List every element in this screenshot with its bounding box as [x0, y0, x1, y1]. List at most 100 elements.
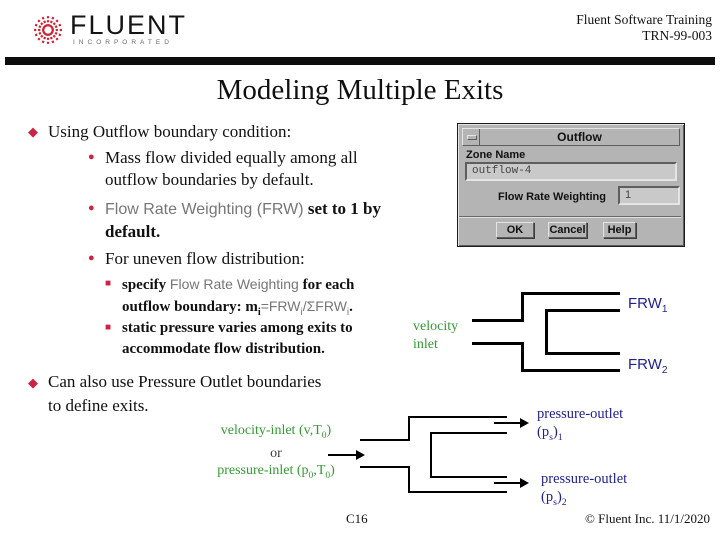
label-text: )	[556, 489, 562, 505]
pipe-wall-line	[360, 439, 410, 441]
bullet-using-outflow: Using Outflow boundary condition:	[48, 120, 438, 144]
label-text: pressure-outlet	[541, 471, 628, 487]
bullet-text-sans: Flow Rate Weighting (FRW)	[105, 201, 304, 218]
bullet-specify-frw: specify Flow Rate Weighting for each out…	[122, 274, 392, 323]
inlet-caption: velocity-inlet (v,T0) or pressure-inlet …	[170, 422, 382, 485]
subscript: i	[346, 307, 350, 318]
bullet-static-pressure: static pressure varies among exits to ac…	[122, 318, 392, 360]
pipe-wall-line	[408, 466, 410, 493]
slide-number: C16	[346, 511, 368, 526]
pipe-wall-line	[430, 432, 507, 434]
caption-text: )	[326, 423, 332, 438]
label-text: velocity	[413, 319, 459, 334]
outflow-dialog: Outflow Zone Name outflow-4 Flow Rate We…	[457, 123, 685, 247]
inlet-arrowhead-icon	[356, 450, 365, 460]
bullet-text: accommodate flow distribution.	[122, 341, 325, 357]
outlet2-arrowhead-icon	[520, 478, 529, 488]
bullet-text: to define exits.	[48, 396, 149, 415]
help-button[interactable]: Help	[603, 222, 636, 238]
caption-text: velocity-inlet (v,T	[220, 423, 322, 438]
bullet-pressure-outlet: Can also use Pressure Outlet boundaries …	[48, 370, 438, 418]
bullet-text: set to 1 by	[303, 199, 382, 218]
caption-text: ,T	[313, 462, 326, 478]
zone-name-input[interactable]: outflow-4	[465, 162, 677, 181]
bullet-text: Mass flow divided equally among all	[105, 148, 358, 167]
dialog-separator	[459, 216, 681, 218]
subscript: 1	[661, 304, 668, 315]
training-code: TRN-99-003	[642, 28, 712, 43]
bullet-frw-default: Flow Rate Weighting (FRW) set to 1 by de…	[105, 198, 395, 243]
subscript: i	[300, 307, 303, 318]
pipe-wall-line	[472, 319, 522, 322]
header-rule	[5, 57, 715, 65]
subscript: 2	[561, 496, 567, 508]
pipe-wall-line	[408, 416, 507, 418]
caption-text: )	[330, 462, 335, 478]
pipe-wall-line	[521, 292, 524, 322]
pipe-wall-line	[408, 491, 507, 493]
outlet2-arrow-icon	[494, 482, 520, 484]
label-text: pressure-outlet	[537, 406, 624, 422]
pipe-wall-line	[430, 432, 432, 478]
bullet-text: specify	[122, 277, 170, 293]
square-bullet-icon: ■	[105, 278, 112, 289]
fluent-starburst-icon	[32, 14, 64, 46]
pipe-wall-line	[408, 416, 410, 441]
bullet-text: default.	[105, 222, 161, 241]
pipe-wall-line	[545, 309, 620, 312]
subscript: i	[257, 307, 261, 318]
diamond-bullet-icon: ◆	[28, 375, 38, 390]
dialog-titlebar[interactable]: Outflow	[462, 128, 680, 146]
subscript: 2	[661, 365, 668, 376]
subscript: 0	[308, 470, 314, 481]
fluent-logo: FLUENT INCORPORATED	[26, 8, 206, 52]
subscript: 1	[557, 431, 563, 443]
subscript: s	[553, 496, 557, 508]
velocity-inlet-label: velocity inlet	[413, 318, 458, 354]
bullet-text: for each	[298, 277, 355, 293]
ok-button[interactable]: OK	[496, 222, 534, 238]
frw1-label: FRW1	[628, 295, 668, 315]
pressure-outlet1-label: pressure-outlet (ps)1	[537, 405, 623, 447]
zone-name-label: Zone Name	[466, 149, 526, 161]
frw-label: Flow Rate Weighting	[498, 191, 606, 203]
bullet-text: outflow boundary: m	[122, 299, 258, 315]
frw-input[interactable]: 1	[618, 186, 680, 205]
frw2-label: FRW2	[628, 356, 668, 376]
outlet1-arrow-icon	[494, 422, 520, 424]
logo-wordmark: FLUENT	[70, 10, 188, 40]
subscript: 0	[321, 430, 327, 441]
pipe-wall-line	[430, 476, 507, 478]
pipe-wall-line	[360, 466, 410, 468]
frw-value: 1	[625, 189, 632, 201]
pipe-wall-line	[545, 352, 620, 355]
zone-name-value: outflow-4	[472, 165, 532, 177]
diamond-bullet-icon: ◆	[28, 124, 38, 139]
copyright: © Fluent Inc. 11/1/2020	[585, 511, 710, 526]
cancel-button[interactable]: Cancel	[548, 222, 587, 238]
label-text: (p	[541, 489, 554, 505]
outlet1-arrowhead-icon	[520, 418, 529, 428]
subscript: 0	[325, 470, 331, 481]
bullet-text: Can also use Pressure Outlet boundaries	[48, 372, 322, 391]
training-title: Fluent Software Training	[576, 12, 712, 27]
minimize-icon[interactable]	[463, 129, 480, 145]
bullet-mass-flow: Mass flow divided equally among all outf…	[105, 147, 385, 191]
caption-line2: pressure-inlet (p0,T0)	[170, 462, 382, 485]
label-text: (p	[537, 424, 550, 440]
bullet-text: .	[349, 299, 353, 315]
label-text: inlet	[413, 337, 438, 352]
circle-bullet-icon: ●	[88, 202, 95, 214]
formula-text: /ΣFRW	[302, 298, 347, 314]
circle-bullet-icon: ●	[88, 151, 95, 163]
bullet-uneven-flow: For uneven flow distribution:	[105, 248, 395, 270]
pipe-wall-line	[521, 369, 620, 372]
inlet-arrow-icon	[328, 454, 356, 456]
page-title: Modeling Multiple Exits	[216, 74, 504, 106]
training-header: Fluent Software Training TRN-99-003	[576, 12, 712, 44]
caption-line1: velocity-inlet (v,T0)	[170, 422, 382, 445]
formula-text: =FRW	[260, 298, 301, 314]
bullet-text-sans: Flow Rate Weighting	[169, 276, 299, 292]
bullet-text: Using Outflow boundary condition:	[48, 122, 292, 141]
